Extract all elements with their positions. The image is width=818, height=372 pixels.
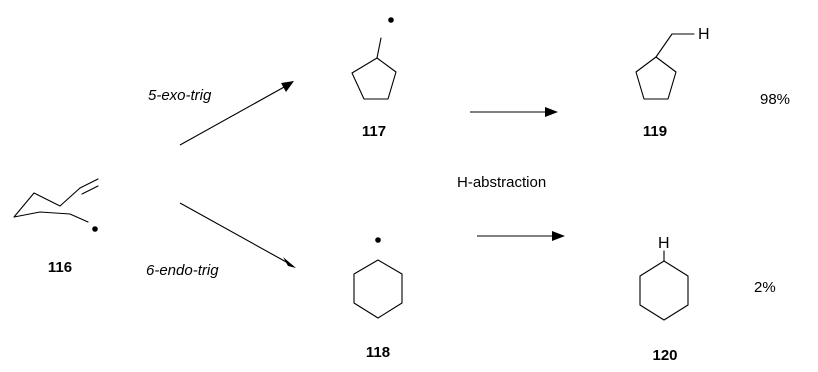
atom-h-120: H [658, 235, 670, 252]
reaction-label-endo: 6-endo-trig [146, 262, 219, 279]
compound-label-118: 118 [366, 344, 390, 361]
radical-dot-116 [92, 226, 98, 232]
atom-h-119: H [698, 26, 710, 43]
arrow-endo [179, 202, 296, 268]
yield-endo-product: 2% [754, 279, 776, 296]
structure-116 [13, 178, 99, 232]
reaction-label-exo: 5-exo-trig [148, 87, 212, 104]
structure-118 [353, 237, 403, 319]
arrow-abstraction-lower [477, 231, 565, 241]
arrow-abstraction-upper [470, 107, 558, 117]
yield-exo-product: 98% [760, 91, 790, 108]
structure-120 [639, 250, 689, 321]
structure-119 [635, 33, 695, 100]
arrow-exo [179, 81, 294, 146]
compound-label-116: 116 [48, 259, 72, 276]
compound-label-119: 119 [643, 123, 667, 140]
compound-label-117: 117 [362, 123, 386, 140]
compound-label-120: 120 [652, 347, 677, 364]
radical-dot-117 [388, 17, 394, 23]
reaction-label-abstraction: H-abstraction [457, 174, 546, 191]
radical-dot-118 [375, 237, 381, 243]
structure-117 [351, 17, 397, 100]
